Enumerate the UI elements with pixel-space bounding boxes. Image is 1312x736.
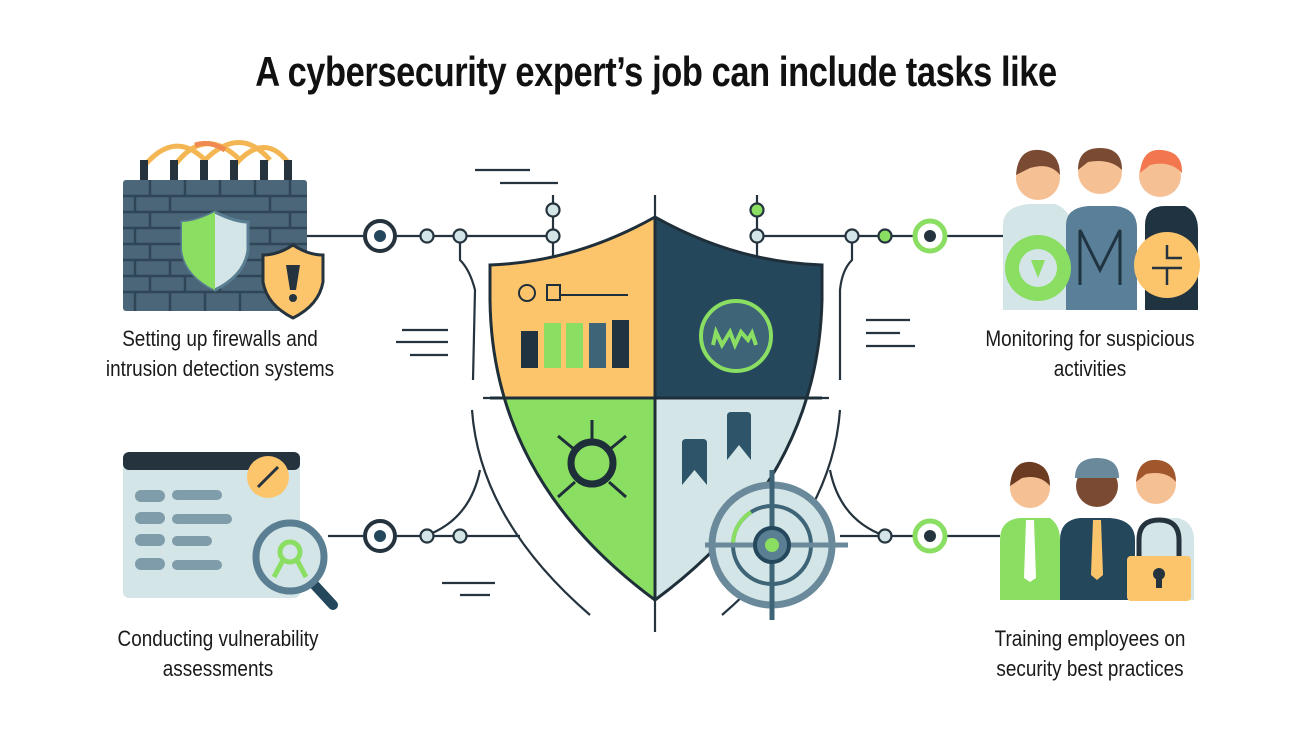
page-title: A cybersecurity expert’s job can include… (255, 48, 1057, 95)
task-label-line: security best practices (996, 656, 1184, 681)
firewall-icon (123, 140, 325, 320)
vulnerability-scan-icon (123, 452, 338, 610)
task-label-line: intrusion detection systems (105, 356, 335, 381)
task-label-line: Training employees on (994, 626, 1186, 651)
connector-nodes (363, 202, 948, 554)
security-shield-icon (488, 215, 848, 620)
task-label-line: assessments (162, 656, 274, 681)
task-label-line: Monitoring for suspicious (985, 326, 1195, 351)
task-label-firewalls: Setting up firewalls and intrusion detec… (91, 324, 349, 384)
employee-training-icon (1000, 458, 1194, 601)
target-crosshair-icon (705, 470, 848, 620)
task-label-line: Conducting vulnerability (117, 626, 319, 651)
bookmark-icon (682, 412, 751, 485)
magnifier-icon (252, 519, 328, 595)
activity-monitor-icon (699, 299, 773, 373)
task-label-line: Setting up firewalls and (122, 326, 318, 351)
task-label-training: Training employees on security best prac… (961, 624, 1219, 684)
gear-icon (557, 420, 627, 499)
task-label-monitoring: Monitoring for suspicious activities (961, 324, 1219, 384)
team-monitoring-icon (1003, 148, 1200, 310)
task-label-line: activities (1053, 356, 1127, 381)
bar-chart-icon (518, 284, 629, 368)
task-label-vulnerability: Conducting vulnerability assessments (89, 624, 347, 684)
